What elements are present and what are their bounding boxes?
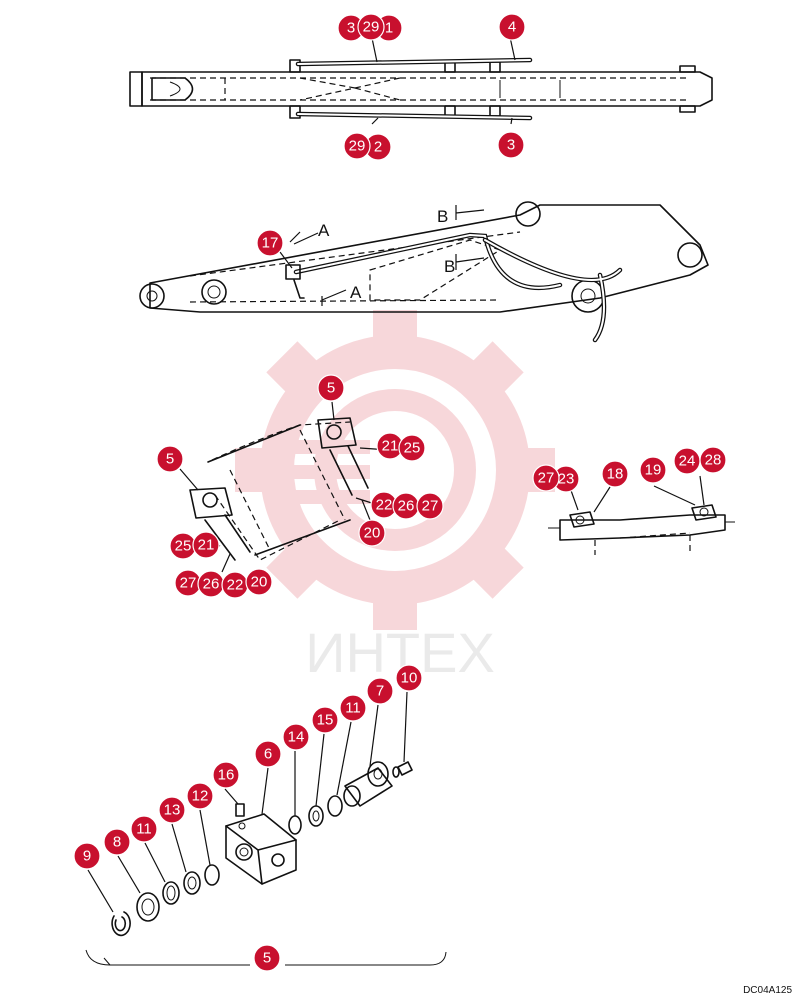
svg-text:29: 29 <box>349 138 366 155</box>
callout-20[interactable]: 20 <box>245 568 273 596</box>
svg-text:5: 5 <box>327 380 335 397</box>
callout-17[interactable]: 17 <box>256 229 284 257</box>
svg-text:28: 28 <box>705 452 722 469</box>
callout-25[interactable]: 25 <box>398 434 426 462</box>
svg-text:6: 6 <box>264 746 272 763</box>
callout-29[interactable]: 29 <box>357 13 385 41</box>
svg-text:23: 23 <box>558 471 575 488</box>
callout-4[interactable]: 4 <box>498 13 526 41</box>
callout-3[interactable]: 3 <box>497 131 525 159</box>
callout-8[interactable]: 8 <box>103 828 131 856</box>
callout-19[interactable]: 19 <box>639 456 667 484</box>
callout-24[interactable]: 24 <box>673 447 701 475</box>
callout-2[interactable]: 2 <box>364 133 392 161</box>
svg-text:18: 18 <box>607 466 624 483</box>
clamp-section-a-view <box>189 417 369 561</box>
svg-text:9: 9 <box>83 848 91 865</box>
boom-top-view <box>129 57 713 121</box>
svg-text:21: 21 <box>198 537 215 554</box>
watermark-gear-icon <box>235 310 555 630</box>
callout-12[interactable]: 12 <box>186 782 214 810</box>
callout-5[interactable]: 5 <box>253 944 281 972</box>
callout-28[interactable]: 28 <box>699 446 727 474</box>
callout-21[interactable]: 21 <box>192 531 220 559</box>
svg-text:24: 24 <box>679 453 696 470</box>
callout-18[interactable]: 18 <box>601 460 629 488</box>
svg-text:17: 17 <box>262 235 279 252</box>
view-marker-b-top: B <box>437 207 448 226</box>
svg-text:8: 8 <box>113 834 121 851</box>
drawing-reference: DC04A125 <box>743 985 792 996</box>
svg-text:1: 1 <box>385 20 393 37</box>
svg-text:5: 5 <box>166 451 174 468</box>
svg-text:7: 7 <box>376 683 384 700</box>
callout-5[interactable]: 5 <box>317 374 345 402</box>
svg-text:27: 27 <box>538 470 555 487</box>
svg-text:5: 5 <box>263 950 271 967</box>
svg-text:2: 2 <box>374 139 382 156</box>
callout-23[interactable]: 23 <box>552 465 580 493</box>
svg-text:22: 22 <box>227 577 244 594</box>
boom-side-view: A A B B <box>139 201 709 343</box>
callout-27[interactable]: 27 <box>532 464 560 492</box>
svg-text:27: 27 <box>422 498 439 515</box>
svg-text:12: 12 <box>192 788 209 805</box>
callout-27[interactable]: 27 <box>174 569 202 597</box>
svg-text:21: 21 <box>382 438 399 455</box>
callouts: 3 1 29 4 2 29 3 17 5 21 25 5 22 26 27 20… <box>73 13 727 972</box>
callout-11[interactable]: 11 <box>339 694 367 722</box>
svg-text:11: 11 <box>345 700 361 717</box>
svg-text:11: 11 <box>136 821 152 838</box>
view-marker-a-bottom: A <box>350 283 362 302</box>
swivel-joint-exploded-view <box>85 761 447 966</box>
svg-text:10: 10 <box>401 670 418 687</box>
callout-10[interactable]: 10 <box>395 664 423 692</box>
svg-text:29: 29 <box>363 19 380 36</box>
callout-5[interactable]: 5 <box>156 445 184 473</box>
callout-22[interactable]: 22 <box>370 491 398 519</box>
leader-lines <box>87 36 705 913</box>
svg-text:26: 26 <box>203 576 220 593</box>
svg-text:3: 3 <box>507 137 515 154</box>
svg-text:27: 27 <box>180 575 197 592</box>
svg-text:4: 4 <box>508 19 516 36</box>
callout-21[interactable]: 21 <box>376 432 404 460</box>
svg-text:19: 19 <box>645 462 662 479</box>
svg-text:14: 14 <box>288 729 305 746</box>
svg-text:25: 25 <box>175 538 192 555</box>
callout-9[interactable]: 9 <box>73 842 101 870</box>
svg-text:25: 25 <box>404 440 421 457</box>
svg-text:20: 20 <box>364 525 381 542</box>
svg-text:20: 20 <box>251 574 268 591</box>
callout-11[interactable]: 11 <box>130 815 158 843</box>
svg-text:13: 13 <box>164 802 181 819</box>
clamp-section-b-view <box>548 504 735 555</box>
callout-7[interactable]: 7 <box>366 677 394 705</box>
callout-14[interactable]: 14 <box>282 723 310 751</box>
view-marker-a-top: A <box>318 221 330 240</box>
callout-13[interactable]: 13 <box>158 796 186 824</box>
svg-text:22: 22 <box>376 497 393 514</box>
callout-29[interactable]: 29 <box>343 132 371 160</box>
callout-16[interactable]: 16 <box>212 761 240 789</box>
callout-22[interactable]: 22 <box>221 571 249 599</box>
svg-text:16: 16 <box>218 767 235 784</box>
svg-text:15: 15 <box>317 712 334 729</box>
intech-watermark: ИНТЕХ <box>235 310 555 684</box>
svg-text:26: 26 <box>398 498 415 515</box>
callout-6[interactable]: 6 <box>254 740 282 768</box>
callout-20[interactable]: 20 <box>358 519 386 547</box>
svg-text:3: 3 <box>347 20 355 37</box>
view-marker-b-bottom: B <box>444 257 455 276</box>
callout-26[interactable]: 26 <box>197 570 225 598</box>
callout-27[interactable]: 27 <box>416 492 444 520</box>
callout-25[interactable]: 25 <box>169 532 197 560</box>
callout-15[interactable]: 15 <box>311 706 339 734</box>
callout-26[interactable]: 26 <box>392 492 420 520</box>
